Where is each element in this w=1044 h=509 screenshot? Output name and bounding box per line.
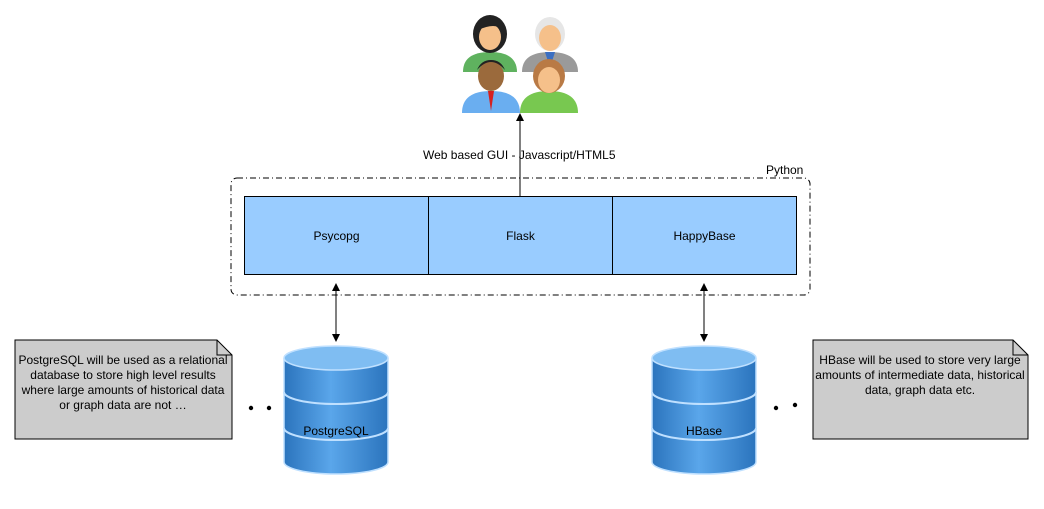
hbase-cylinder-icon [651,345,757,475]
module-psycopg: Psycopg [244,196,429,275]
module-flask-label: Flask [506,228,535,243]
hbase-note-text: HBase will be used to store very large a… [815,353,1025,397]
module-psycopg-label: Psycopg [313,228,360,243]
postgresql-label: PostgreSQL [303,424,369,438]
postgresql-note-text: PostgreSQL will be used as a relational … [18,353,228,412]
postgresql-cylinder-icon [283,345,389,475]
hbase-note-shape [812,339,1029,440]
python-container [230,177,811,296]
hbase-label: HBase [685,424,723,438]
users-group-icon [462,15,578,113]
python-container-label: Python [766,163,804,177]
right-connector-dots [773,402,798,411]
module-happybase: HappyBase [612,196,797,275]
left-connector-dots [248,405,272,411]
module-happybase-label: HappyBase [673,228,736,243]
module-flask: Flask [428,196,613,275]
connection-label: Web based GUI - Javascript/HTML5 [423,148,616,162]
postgresql-note-shape [14,339,233,440]
